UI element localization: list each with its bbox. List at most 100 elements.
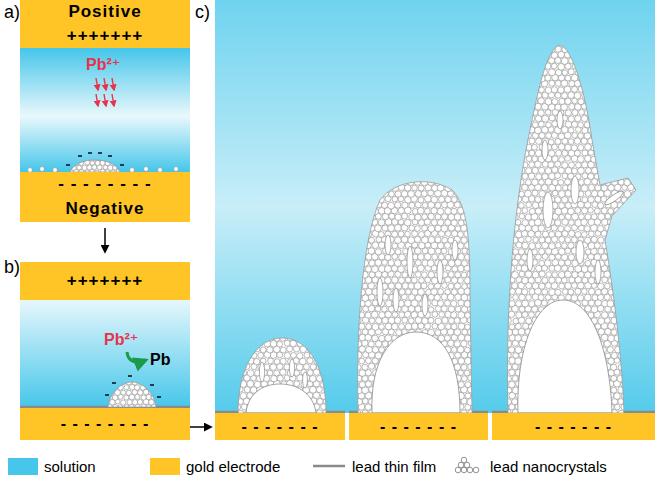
nanocrystal	[529, 208, 535, 214]
nanocrystal-cluster	[101, 374, 166, 410]
nanocrystal	[310, 340, 317, 347]
nanocrystal	[412, 231, 418, 237]
nanocrystal	[635, 404, 642, 411]
nanocrystal	[378, 232, 384, 238]
nanocrystal	[418, 185, 424, 191]
nanocrystal	[365, 312, 371, 318]
nanocrystal	[508, 208, 514, 214]
nanocrystal	[358, 231, 365, 238]
nanocrystal	[627, 346, 634, 353]
nanocrystal	[401, 191, 408, 198]
nanocrystal	[402, 317, 408, 323]
nanocrystal	[637, 386, 644, 393]
nanocrystal	[451, 300, 457, 306]
nanocrystal	[620, 265, 626, 271]
nanocrystal	[240, 393, 247, 400]
elongated-grain	[377, 278, 383, 306]
nanocrystal	[458, 358, 465, 365]
nanocrystal	[628, 289, 634, 295]
nanocrystal	[376, 191, 382, 197]
nanocrystal	[95, 161, 100, 166]
nanocrystal	[635, 381, 641, 387]
nanocrystal	[465, 357, 472, 364]
nanocrystal	[330, 374, 337, 381]
nanocrystal	[615, 289, 621, 295]
nanocrystal	[634, 278, 640, 284]
nanocrystal	[631, 270, 638, 277]
nanocrystal	[458, 323, 465, 330]
nanocrystal	[304, 341, 310, 347]
nanocrystal	[628, 254, 634, 260]
nanocrystal	[418, 172, 425, 179]
nanocrystal	[621, 243, 628, 250]
nanocrystal	[277, 341, 283, 347]
nanocrystal	[502, 254, 508, 260]
nanocrystal	[448, 272, 454, 278]
nanocrystal	[395, 202, 401, 208]
nanocrystal	[502, 208, 508, 214]
nanocrystal	[310, 329, 317, 336]
nanocrystal	[120, 151, 125, 156]
nanocrystal	[138, 390, 143, 395]
nanocrystal	[464, 174, 470, 180]
nanocrystal	[398, 277, 404, 283]
nanocrystal	[432, 254, 438, 260]
nanocrystal	[107, 375, 112, 380]
nanocrystal	[124, 385, 129, 390]
nanocrystal	[621, 335, 628, 342]
nanocrystal	[372, 323, 379, 330]
nanocrystal	[605, 260, 611, 266]
nanocrystal	[598, 248, 604, 254]
nanocrystal	[388, 225, 395, 232]
nanocrystal	[506, 387, 512, 393]
nanocrystal	[72, 156, 77, 161]
nanocrystal	[621, 277, 627, 283]
nanocrystal	[470, 288, 477, 295]
nanocrystal	[461, 237, 467, 243]
cluster-outline	[108, 382, 156, 407]
nanocrystal	[77, 165, 82, 170]
nanocrystal	[244, 352, 250, 358]
nanocrystal	[455, 259, 461, 265]
nanocrystal	[71, 165, 76, 170]
nanocrystal	[618, 329, 625, 336]
illustration-part	[112, 94, 114, 106]
nanocrystal	[461, 341, 467, 347]
nanocrystal	[628, 324, 635, 331]
nanocrystal	[614, 219, 621, 226]
nanocrystal	[107, 155, 112, 160]
nanocrystal	[372, 173, 379, 180]
nanocrystal	[506, 364, 512, 370]
nanocrystal	[448, 179, 454, 185]
nanocrystal	[323, 376, 329, 382]
nanocrystal	[121, 400, 126, 405]
nanocrystal	[330, 351, 337, 358]
nanocrystal	[258, 352, 264, 358]
nanocrystal	[428, 307, 434, 313]
nanocrystal	[362, 202, 368, 208]
nanocrystal	[549, 289, 556, 296]
nanocrystal	[102, 384, 107, 389]
nanocrystal	[320, 335, 326, 341]
nanocrystal	[625, 260, 631, 266]
nanocrystal	[471, 324, 477, 330]
nanocrystal	[99, 151, 104, 156]
elongated-grain	[422, 294, 428, 316]
nanocrystal	[355, 283, 362, 290]
nanocrystal	[126, 390, 131, 395]
nanocrystal	[155, 389, 161, 395]
nanocrystal	[598, 237, 604, 243]
nanocrystal	[516, 312, 522, 318]
nanocrystal	[417, 207, 424, 214]
nanocrystal	[379, 335, 385, 341]
nanocrystal	[499, 306, 505, 312]
nanocrystal	[502, 334, 508, 340]
nanocrystal	[247, 346, 254, 353]
nanocrystal	[513, 295, 519, 301]
nanocrystal	[235, 346, 242, 353]
nanocrystal	[425, 173, 432, 180]
nanocrystal	[448, 260, 455, 267]
nanocrystal-cluster	[348, 172, 481, 416]
nanocrystal	[467, 225, 474, 232]
cluster-outline	[358, 182, 472, 413]
